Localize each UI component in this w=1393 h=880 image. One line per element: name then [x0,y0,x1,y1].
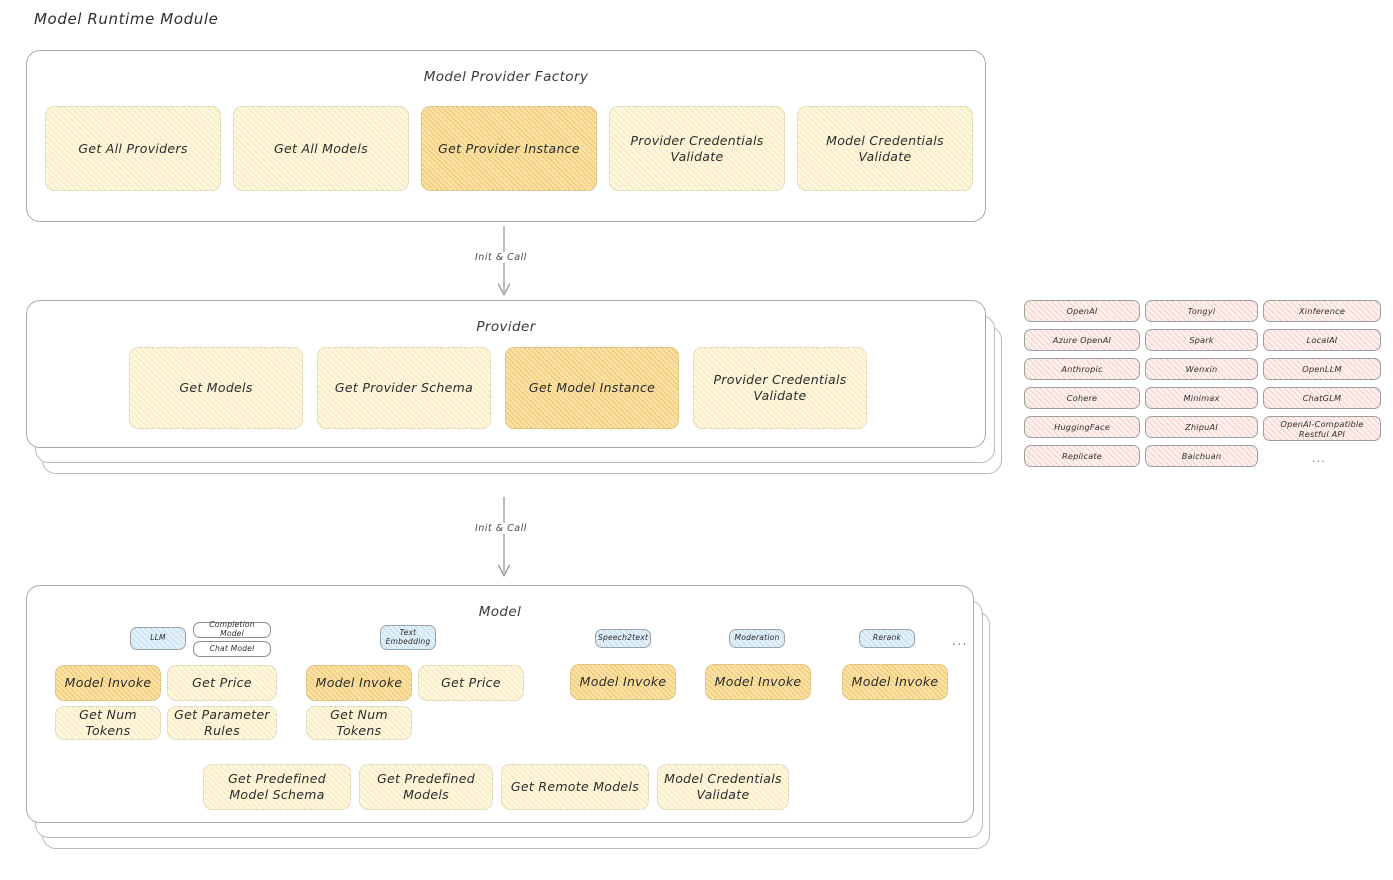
provider-chip-localai[interactable]: LocalAI [1263,329,1381,351]
provider-chip-chatglm[interactable]: ChatGLM [1263,387,1381,409]
model-panel: Model ... LLM Completion Model Chat Mode… [26,585,974,823]
node-llm-get-parameter-rules[interactable]: Get Parameter Rules [167,706,277,740]
model-subtype-chat-model[interactable]: Chat Model [193,641,271,657]
provider-list-more: ... [1312,452,1326,465]
node-text-embedding-get-num-tokens[interactable]: Get Num Tokens [306,706,412,740]
model-type-moderation[interactable]: Moderation [729,629,785,648]
model-group: Model ... LLM Completion Model Chat Mode… [26,585,991,850]
provider-chip-cohere[interactable]: Cohere [1024,387,1140,409]
node-llm-get-price[interactable]: Get Price [167,665,277,701]
factory-title: Model Provider Factory [423,69,589,85]
node-get-predefined-models[interactable]: Get Predefined Models [359,764,493,810]
provider-chip-wenxin[interactable]: Wenxin [1145,358,1258,380]
node-get-remote-models[interactable]: Get Remote Models [501,764,649,810]
node-get-models[interactable]: Get Models [129,347,303,429]
node-llm-model-invoke[interactable]: Model Invoke [55,665,161,701]
node-model-credentials-validate-2[interactable]: Model Credentials Validate [657,764,789,810]
node-provider-credentials-validate-2[interactable]: Provider Credentials Validate [693,347,867,429]
model-provider-factory-panel: Model Provider Factory Get All Providers… [26,50,986,222]
provider-chip-anthropic[interactable]: Anthropic [1024,358,1140,380]
node-get-all-models[interactable]: Get All Models [233,106,409,191]
provider-chip-openai-compatible-restful-api[interactable]: OpenAI-Compatible Restful API [1263,416,1381,441]
provider-chip-tongyi[interactable]: Tongyi [1145,300,1258,322]
arrow-factory-to-provider [494,226,514,300]
page-title: Model Runtime Module [34,10,219,28]
node-moderation-model-invoke[interactable]: Model Invoke [705,664,811,700]
model-title: Model [478,604,522,620]
node-get-provider-schema[interactable]: Get Provider Schema [317,347,491,429]
model-provider-factory-group: Model Provider Factory Get All Providers… [26,50,986,225]
node-model-credentials-validate[interactable]: Model Credentials Validate [797,106,973,191]
node-get-model-instance[interactable]: Get Model Instance [505,347,679,429]
model-type-rerank[interactable]: Rerank [859,629,915,648]
model-subtype-completion-model[interactable]: Completion Model [193,620,271,638]
node-speech2text-model-invoke[interactable]: Model Invoke [570,664,676,700]
model-type-speech2text[interactable]: Speech2text [595,629,651,648]
provider-chip-baichuan[interactable]: Baichuan [1145,445,1258,467]
node-llm-get-num-tokens[interactable]: Get Num Tokens [55,706,161,740]
model-type-text-embedding[interactable]: Text Embedding [380,625,436,650]
node-get-provider-instance[interactable]: Get Provider Instance [421,106,597,191]
arrow-provider-to-model [494,497,514,581]
provider-chip-replicate[interactable]: Replicate [1024,445,1140,467]
provider-group: Provider Get Models Get Provider Schema … [26,300,1002,475]
node-text-embedding-model-invoke[interactable]: Model Invoke [306,665,412,701]
provider-chip-huggingface[interactable]: HuggingFace [1024,416,1140,438]
provider-panel: Provider Get Models Get Provider Schema … [26,300,986,448]
provider-title: Provider [476,319,536,335]
provider-chip-zhipuai[interactable]: ZhipuAI [1145,416,1258,438]
model-type-llm[interactable]: LLM [130,627,186,650]
provider-chip-azure-openai[interactable]: Azure OpenAI [1024,329,1140,351]
node-text-embedding-get-price[interactable]: Get Price [418,665,524,701]
node-rerank-model-invoke[interactable]: Model Invoke [842,664,948,700]
provider-chip-openllm[interactable]: OpenLLM [1263,358,1381,380]
provider-chip-minimax[interactable]: Minimax [1145,387,1258,409]
model-types-more: ... [952,634,968,648]
provider-list: OpenAI Azure OpenAI Anthropic Cohere Hug… [1024,300,1384,475]
node-get-all-providers[interactable]: Get All Providers [45,106,221,191]
provider-chip-xinference[interactable]: Xinference [1263,300,1381,322]
provider-chip-openai[interactable]: OpenAI [1024,300,1140,322]
node-provider-credentials-validate[interactable]: Provider Credentials Validate [609,106,785,191]
arrow1-label: Init & Call [471,252,531,263]
node-get-predefined-model-schema[interactable]: Get Predefined Model Schema [203,764,351,810]
arrow2-label: Init & Call [471,523,531,534]
provider-chip-spark[interactable]: Spark [1145,329,1258,351]
